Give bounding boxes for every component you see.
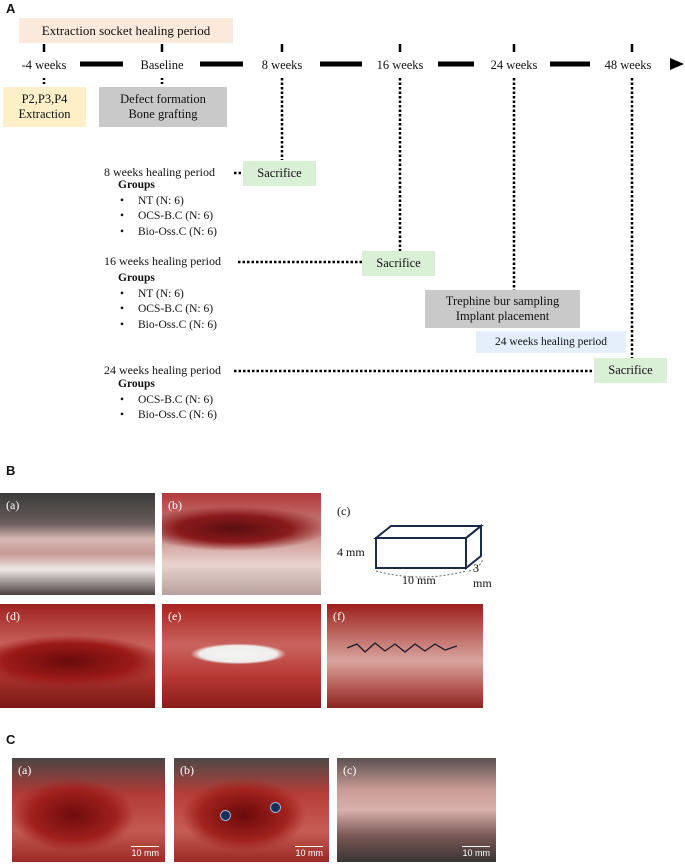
short-connectors [42, 78, 164, 86]
dim-depth: 3 mm [473, 561, 492, 590]
photo-b-a: (a) [0, 493, 155, 595]
photo-label: (d) [6, 609, 20, 623]
panel-c-letter: C [6, 732, 16, 747]
photo-label: (c) [343, 763, 357, 777]
photo-b-b: (b) [162, 493, 321, 595]
scale-bar: 10 mm [295, 846, 323, 858]
period-8-label: 8 weeks healing period [104, 165, 215, 179]
label-baseline: Baseline [140, 58, 184, 72]
extraction-box-line2: Extraction [18, 107, 71, 121]
group-item: NT (N: 6) [118, 194, 217, 210]
period-24-groups: Groups OCS-B.C (N: 6) Bio-Oss.C (N: 6) [118, 377, 217, 424]
extraction-socket-banner: Extraction socket healing period [19, 18, 233, 43]
photo-c-c: (c) 10 mm [337, 758, 496, 862]
box-diagram-icon [373, 523, 484, 578]
photo-label: (f) [333, 609, 345, 623]
period-24-label: 24 weeks healing period [104, 363, 221, 377]
photo-label: (a) [18, 763, 32, 777]
photo-b-f: (f) [327, 604, 483, 708]
panel-b-letter: B [6, 463, 16, 478]
trephine-box: Trephine bur sampling Implant placement [425, 290, 580, 328]
label-8-weeks: 8 weeks [261, 58, 303, 72]
label-24-weeks: 24 weeks [490, 58, 538, 72]
dim-length: 10 mm [402, 573, 436, 587]
label-minus-4-weeks: -4 weeks [21, 58, 67, 72]
photo-label: (b) [168, 498, 182, 512]
photo-label: (a) [6, 498, 20, 512]
period-16-groups: Groups NT (N: 6) OCS-B.C (N: 6) Bio-Oss.… [118, 271, 217, 333]
photo-label: (b) [180, 763, 194, 777]
photo-label: (e) [168, 609, 182, 623]
groups-heading: Groups [118, 378, 155, 390]
scale-bar: 10 mm [462, 846, 490, 858]
timeline-ticks [42, 44, 634, 52]
healing-24-weeks-box: 24 weeks healing period [476, 331, 626, 353]
sacrifice-48-weeks: Sacrifice [594, 358, 667, 383]
photo-b-d: (d) [0, 604, 155, 708]
extraction-box: P2,P3,P4 Extraction [3, 87, 86, 127]
dotted-connectors [234, 78, 634, 373]
suture-icon [347, 642, 457, 653]
extraction-box-line1: P2,P3,P4 [21, 92, 68, 106]
trephine-box-line2: Implant placement [455, 309, 550, 323]
sacrifice-16-weeks: Sacrifice [362, 251, 435, 276]
groups-heading: Groups [118, 272, 155, 284]
group-item: OCS-B.C (N: 6) [118, 209, 217, 225]
sacrifice-8-weeks: Sacrifice [243, 161, 316, 186]
defect-formation-box: Defect formation Bone grafting [99, 87, 227, 127]
implant-icon [220, 810, 231, 821]
group-item: OCS-B.C (N: 6) [118, 302, 217, 318]
scale-bar: 10 mm [131, 846, 159, 858]
period-16-label: 16 weeks healing period [104, 254, 221, 268]
photo-c-b: (b) 10 mm [174, 758, 329, 862]
implant-icon [270, 802, 281, 813]
group-item: Bio-Oss.C (N: 6) [118, 318, 217, 334]
defect-dimension-diagram: (c) 4 mm 10 mm 3 mm [331, 493, 499, 595]
diagram-label: (c) [337, 504, 351, 518]
trephine-box-line1: Trephine bur sampling [445, 294, 560, 308]
period-8-groups: Groups NT (N: 6) OCS-B.C (N: 6) Bio-Oss.… [118, 178, 217, 240]
defect-box-line1: Defect formation [120, 92, 206, 106]
group-item: NT (N: 6) [118, 287, 217, 303]
group-item: OCS-B.C (N: 6) [118, 393, 217, 409]
dim-height: 4 mm [337, 545, 365, 559]
defect-box-line2: Bone grafting [128, 107, 198, 121]
panel-a-letter: A [6, 1, 16, 16]
groups-heading: Groups [118, 179, 155, 191]
photo-c-a: (a) 10 mm [12, 758, 165, 862]
group-item: Bio-Oss.C (N: 6) [118, 225, 217, 241]
group-item: Bio-Oss.C (N: 6) [118, 408, 217, 424]
label-48-weeks: 48 weeks [604, 58, 652, 72]
timeline-diagram [42, 44, 684, 373]
timeline-arrowhead [670, 58, 684, 70]
photo-b-e: (e) [162, 604, 321, 708]
label-16-weeks: 16 weeks [376, 58, 424, 72]
